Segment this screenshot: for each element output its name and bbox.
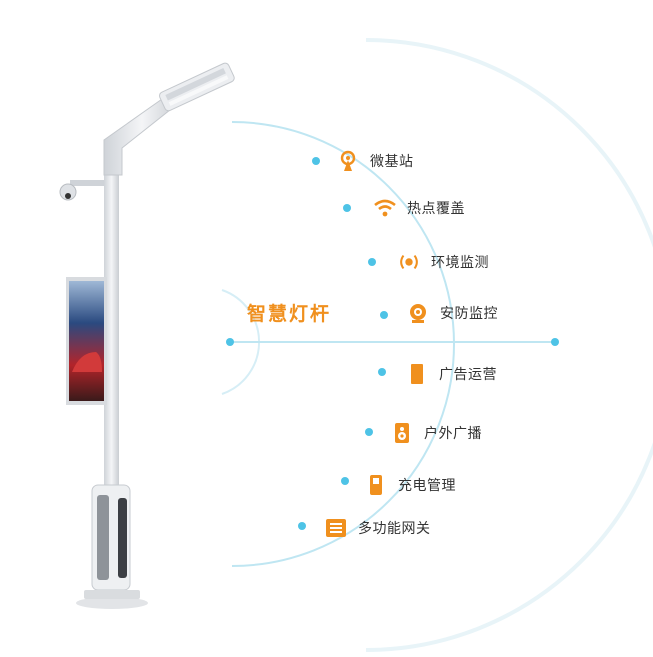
camera-dome bbox=[59, 183, 77, 201]
dot-broadcast bbox=[365, 428, 373, 436]
screen-icon bbox=[405, 362, 429, 386]
speaker-icon bbox=[390, 421, 414, 445]
feature-label: 环境监测 bbox=[431, 255, 489, 271]
pole-shadow bbox=[76, 597, 148, 609]
dot-security bbox=[380, 311, 388, 319]
feature-micro-base-station: 微基站 bbox=[336, 149, 414, 173]
arc-lines bbox=[221, 38, 653, 652]
pole-shaft bbox=[104, 140, 119, 485]
feature-label: 充电管理 bbox=[398, 478, 456, 494]
feature-gateway: 多功能网关 bbox=[324, 516, 431, 540]
feature-hotspot: 热点覆盖 bbox=[373, 196, 465, 220]
dot-advertising bbox=[378, 368, 386, 376]
charger-icon bbox=[364, 473, 388, 497]
middle-arc bbox=[231, 121, 455, 567]
dot-charging bbox=[341, 477, 349, 485]
wifi-icon bbox=[373, 196, 397, 220]
feature-label: 热点覆盖 bbox=[407, 201, 465, 217]
camera-lens bbox=[65, 193, 71, 199]
outer-arc bbox=[365, 38, 653, 652]
feature-broadcast: 户外广播 bbox=[390, 421, 482, 445]
feature-dots bbox=[298, 157, 388, 530]
feature-charging: 充电管理 bbox=[364, 473, 456, 497]
base-plate bbox=[84, 590, 140, 599]
dot-hotspot bbox=[343, 204, 351, 212]
dot-gateway bbox=[298, 522, 306, 530]
feature-environment: 环境监测 bbox=[397, 250, 489, 274]
feature-label: 多功能网关 bbox=[358, 521, 431, 537]
ad-screen bbox=[69, 281, 104, 401]
feature-label: 户外广播 bbox=[424, 426, 482, 442]
base-panel bbox=[97, 495, 109, 580]
camera-icon bbox=[406, 301, 430, 325]
feature-advertising: 广告运营 bbox=[405, 362, 497, 386]
sensor-icon bbox=[397, 250, 421, 274]
camera-arm bbox=[70, 180, 104, 186]
base-side bbox=[118, 498, 127, 578]
antenna-icon bbox=[336, 149, 360, 173]
dot-environment bbox=[368, 258, 376, 266]
street-lamp-pole bbox=[59, 62, 235, 609]
smart-pole-title: 智慧灯杆 bbox=[247, 303, 332, 325]
feature-label: 广告运营 bbox=[439, 367, 497, 383]
ad-car-shape bbox=[72, 352, 102, 372]
feature-label: 安防监控 bbox=[440, 306, 498, 322]
lamp-head bbox=[159, 62, 235, 112]
axis-end-dot bbox=[551, 338, 559, 346]
dot-micro-base-station bbox=[312, 157, 320, 165]
feature-label: 微基站 bbox=[370, 154, 414, 170]
feature-security: 安防监控 bbox=[406, 301, 498, 325]
gateway-icon bbox=[324, 516, 348, 540]
axis-start-dot bbox=[226, 338, 234, 346]
